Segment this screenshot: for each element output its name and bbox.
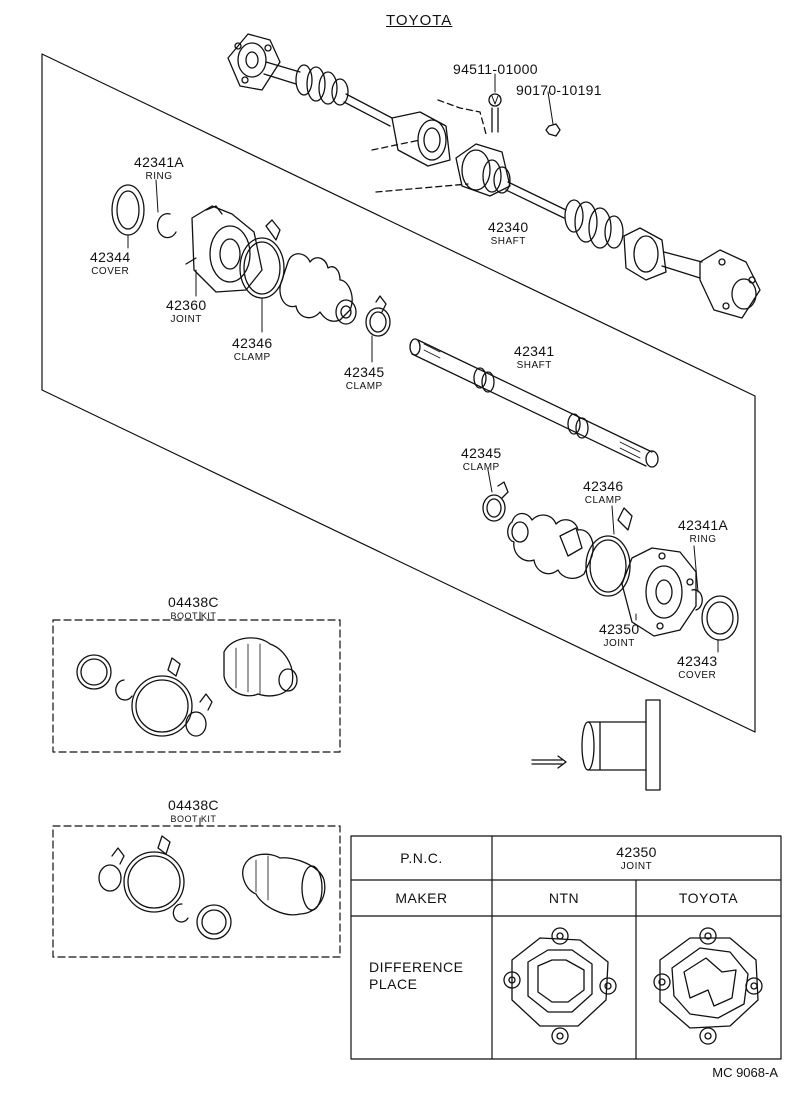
pnc-label-text: P.N.C. [400, 850, 443, 866]
boot-kit-1-name: BOOT KIT [170, 611, 217, 621]
label-42341a-number: 42341A [678, 517, 729, 533]
label-42341a-ring-right: 42341A RING [678, 518, 728, 545]
label-42360-number: 42360 [166, 297, 207, 313]
difference-line-1: DIFFERENCE [369, 959, 464, 975]
label-42344-cover: 42344 COVER [90, 250, 130, 277]
table-difference-label: DIFFERENCE PLACE [369, 960, 463, 991]
label-42350-number: 42350 [599, 621, 640, 637]
label-42341-shaft: 42341 SHAFT [514, 344, 554, 371]
label-42343-number: 42343 [677, 653, 718, 669]
difference-table-grid [351, 836, 781, 1059]
left-joint-parts-drawing [112, 180, 390, 362]
table-maker-label: MAKER [351, 880, 492, 916]
label-42344-name: COVER [91, 266, 130, 277]
maker-ntn-text: NTN [548, 890, 580, 906]
label-90170-10191: 90170-10191 [516, 82, 602, 98]
label-42340-shaft: 42340 SHAFT [488, 220, 528, 247]
label-42360-joint: 42360 JOINT [166, 298, 206, 325]
label-42341a-number: 42341A [134, 154, 185, 170]
boot-kit-1-number: 04438C [168, 594, 219, 610]
label-42345-name: CLAMP [462, 462, 500, 473]
label-42350-name: JOINT [603, 638, 635, 649]
right-joint-parts-drawing [483, 470, 738, 652]
label-42343-name: COVER [678, 670, 717, 681]
label-42344-number: 42344 [90, 249, 131, 265]
table-pnc-label: P.N.C. [351, 836, 492, 880]
label-42340-number: 42340 [488, 219, 529, 235]
label-42341a-name: RING [145, 171, 173, 182]
boot-kit-2-name: BOOT KIT [170, 814, 217, 824]
label-42341-name: SHAFT [516, 360, 552, 371]
label-42350-joint: 42350 JOINT [599, 622, 639, 649]
shaft-drawing [410, 339, 658, 467]
boot-kit-1-drawing [53, 612, 340, 752]
exploded-view-frame [42, 54, 755, 732]
label-42343-cover: 42343 COVER [677, 654, 717, 681]
label-42346-name: CLAMP [233, 352, 271, 363]
table-maker-toyota: TOYOTA [636, 880, 781, 916]
table-pnc-value: 42350 JOINT [492, 836, 781, 880]
label-42341a-ring-left: 42341A RING [134, 155, 184, 182]
label-boot-kit-1: 04438C BOOT KIT [168, 595, 219, 621]
boot-kit-2-drawing [53, 818, 340, 957]
joint-housing-detail-drawing [532, 700, 660, 790]
label-42345-number: 42345 [461, 445, 502, 461]
label-94511-01000: 94511-01000 [453, 61, 538, 77]
label-42345-name: CLAMP [345, 381, 383, 392]
maker-toyota-text: TOYOTA [678, 890, 739, 906]
label-42341-number: 42341 [514, 343, 555, 359]
label-42346-number: 42346 [583, 478, 624, 494]
toyota-joint-drawing [654, 928, 762, 1044]
difference-line-2: PLACE [369, 976, 418, 992]
label-42346-clamp-right: 42346 CLAMP [583, 479, 623, 506]
label-42340-name: SHAFT [490, 236, 526, 247]
label-42345-clamp-left: 42345 CLAMP [344, 365, 384, 392]
assembled-driveshaft-drawing [228, 34, 760, 318]
label-42346-clamp-left: 42346 CLAMP [232, 336, 272, 363]
boot-kit-2-number: 04438C [168, 797, 219, 813]
label-42345-number: 42345 [344, 364, 385, 380]
maker-label-text: MAKER [395, 890, 448, 906]
ntn-joint-drawing [504, 928, 616, 1044]
label-42345-clamp-right: 42345 CLAMP [461, 446, 501, 473]
label-42346-name: CLAMP [584, 495, 622, 506]
label-42341a-name: RING [689, 534, 717, 545]
label-42346-number: 42346 [232, 335, 273, 351]
label-42360-name: JOINT [170, 314, 202, 325]
pnc-number: 42350 [616, 844, 657, 860]
brand-title: TOYOTA [386, 12, 453, 29]
table-maker-ntn: NTN [492, 880, 636, 916]
label-boot-kit-2: 04438C BOOT KIT [168, 798, 219, 824]
pnc-name: JOINT [620, 861, 653, 872]
diagram-reference-code: MC 9068-A [712, 1065, 778, 1080]
